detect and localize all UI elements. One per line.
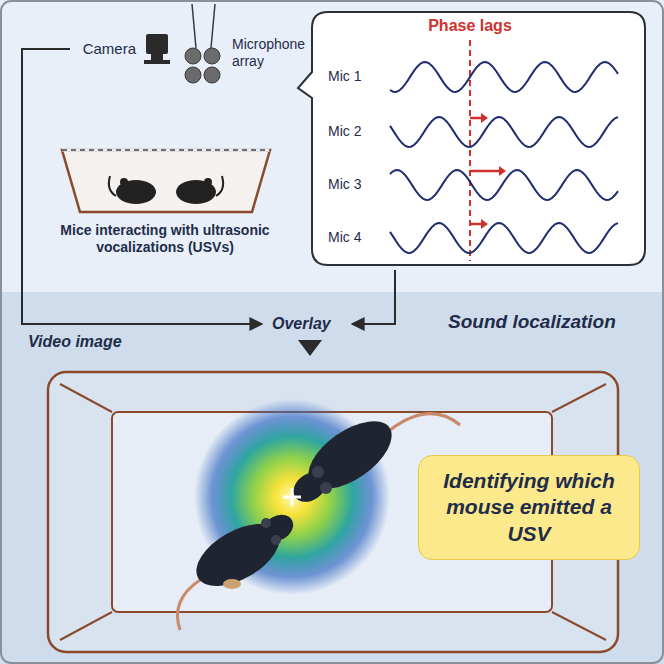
video-flow-line	[22, 49, 262, 324]
device-label: Camera	[40, 40, 136, 58]
sound-flow-line	[352, 270, 395, 324]
mouse-lower	[271, 535, 281, 545]
camera-icon	[151, 54, 163, 60]
camera-icon	[146, 34, 168, 54]
bubble-outline	[298, 12, 645, 265]
source-cross	[283, 488, 301, 506]
phase-lag-arrow	[470, 117, 482, 120]
flow-label: Sound localization	[448, 311, 616, 334]
cage-tray	[204, 178, 212, 186]
microphone-array	[211, 4, 215, 48]
flow-label: Video image	[28, 332, 122, 351]
arena	[60, 384, 112, 412]
mouse-upper	[320, 482, 332, 494]
cage-tray	[62, 150, 270, 212]
arena	[552, 384, 606, 412]
microphone-array	[192, 4, 196, 48]
microphone-array	[185, 48, 201, 64]
phase-reference-line	[469, 40, 471, 261]
cage-tray	[120, 178, 128, 186]
microphone-array	[204, 48, 220, 64]
sine-wave	[390, 62, 618, 92]
phase-lag-arrow	[481, 113, 488, 123]
mic-label: Mic 3	[328, 176, 361, 193]
phase-lag-arrow	[481, 219, 488, 229]
mouse-upper	[312, 466, 324, 478]
mouse-upper	[288, 466, 332, 508]
video-flow-line	[22, 49, 262, 324]
sine-wave	[390, 170, 618, 200]
mouse-lower	[223, 579, 241, 589]
mic-label: Mic 4	[328, 229, 361, 246]
background-panels	[0, 0, 664, 292]
background-panels	[0, 292, 664, 664]
sine-wave	[390, 223, 618, 253]
bubble-heading: Phase lags	[412, 16, 528, 35]
phase-lag-bubble: Phase lagsMic 1 Mic 2 Mic 3 Mic 4	[312, 12, 645, 265]
cage-tray	[216, 176, 223, 196]
phase-lag-arrow	[470, 170, 500, 173]
source-cross	[291, 488, 294, 506]
arena	[552, 612, 606, 640]
sound-flow-line	[352, 270, 395, 324]
microphone-array	[204, 67, 220, 83]
camera-icon	[144, 60, 170, 64]
phase-lag-arrow	[499, 166, 506, 176]
mouse-lower	[258, 510, 298, 547]
microphone-array	[185, 4, 220, 83]
phase-lag-arrow	[470, 223, 482, 226]
camera-icon	[144, 34, 170, 64]
sine-wave	[390, 117, 618, 147]
cage-tray	[109, 176, 116, 196]
result-box: Identifying which mouse emitted a USV	[418, 455, 640, 560]
mouse-upper	[390, 414, 460, 430]
device-label: Microphone array	[232, 36, 316, 70]
mouse-lower	[178, 510, 298, 630]
bubble-outline	[312, 12, 645, 265]
overlay-down-triangle	[298, 340, 322, 356]
scene-caption: Mice interacting with ultrasonic vocaliz…	[40, 222, 290, 256]
mouse-lower	[178, 580, 201, 630]
cage-tray	[62, 149, 270, 151]
arena	[60, 612, 112, 640]
mouse-lower	[261, 518, 271, 528]
microphone-array	[185, 67, 201, 83]
mic-label: Mic 2	[328, 123, 361, 140]
flow-label: Overlay	[272, 314, 331, 333]
cage-tray	[62, 150, 270, 212]
mic-label: Mic 1	[328, 68, 361, 85]
result-text: Identifying which mouse emitted a USV	[419, 456, 639, 559]
cage-tray	[62, 149, 270, 152]
